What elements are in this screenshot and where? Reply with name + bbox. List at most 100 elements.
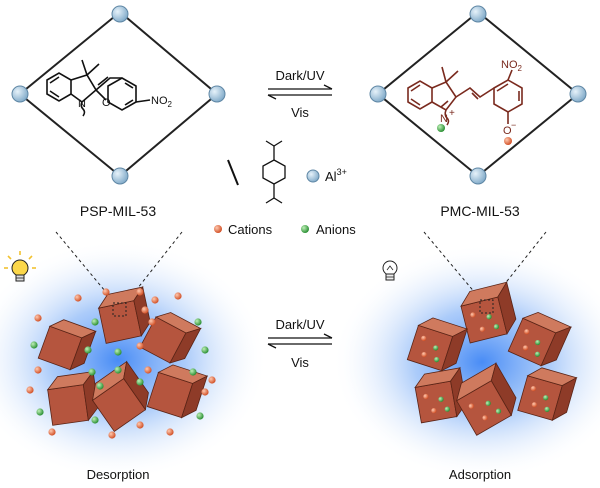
- left-framework-label: PSP-MIL-53: [80, 203, 156, 219]
- right-framework-label: PMC-MIL-53: [440, 203, 520, 219]
- right-cube: [414, 366, 467, 424]
- anion-dot: [84, 346, 92, 354]
- bound-anion: [438, 396, 444, 402]
- right-zoom-box: [479, 299, 494, 314]
- right-cube: [507, 311, 573, 367]
- cation-dot: [151, 296, 159, 304]
- right-o-charge: −: [511, 120, 516, 130]
- cation-dot: [108, 431, 116, 439]
- anion-dot: [91, 318, 99, 326]
- bound-anion: [543, 395, 549, 401]
- bound-anion: [495, 408, 502, 414]
- anion-dot: [189, 368, 197, 376]
- cation-dot: [148, 318, 156, 326]
- bound-cation: [522, 345, 529, 351]
- right-bound-cation: [504, 137, 512, 145]
- bound-anion: [493, 324, 500, 330]
- anion-dot: [96, 382, 104, 390]
- left-nitro-group: NO2: [151, 95, 173, 109]
- bound-cation: [423, 393, 429, 400]
- bulb-on-icon: [4, 251, 36, 282]
- right-cube: [456, 362, 517, 436]
- bottom-reverse-label: Vis: [291, 355, 309, 370]
- desorption-label: Desorption: [87, 467, 150, 482]
- right-glow: [332, 244, 600, 480]
- bound-cation: [531, 402, 537, 408]
- al-node-icon: [306, 169, 320, 183]
- bound-cation: [482, 415, 488, 421]
- right-ring-n: N: [440, 113, 448, 125]
- cation-dot: [136, 342, 144, 350]
- left-zoom-box: [112, 302, 127, 317]
- right-node-top: [469, 5, 487, 23]
- cations-label: Cations: [228, 222, 273, 237]
- right-node-bottom: [469, 167, 487, 185]
- right-cube: [406, 317, 469, 372]
- right-node-left: [369, 85, 387, 103]
- bulb-off-icon: [382, 260, 398, 281]
- bound-anion: [434, 357, 440, 363]
- anion-dot: [114, 348, 122, 356]
- bound-anion: [486, 314, 492, 320]
- cation-dot: [141, 306, 149, 314]
- top-forward-label: Dark/UV: [275, 68, 324, 83]
- spiropyran-structure: [46, 59, 151, 117]
- left-node-right: [208, 85, 226, 103]
- cation-dot: [208, 376, 216, 384]
- bottom-equilibrium: Dark/UV Vis: [267, 317, 333, 370]
- top-reverse-label: Vis: [291, 105, 309, 120]
- cation-dot: [136, 421, 144, 429]
- anion-dot: [136, 378, 144, 386]
- bound-cation: [431, 408, 437, 414]
- bound-cation: [524, 329, 530, 335]
- cation-dot: [48, 428, 56, 436]
- bound-cation: [479, 326, 485, 332]
- bound-anion: [535, 339, 541, 346]
- left-ring-n: N: [78, 98, 86, 110]
- linker-slash: [227, 159, 239, 186]
- top-equilibrium: Dark/UV Vis: [267, 68, 333, 120]
- bound-cation: [470, 312, 476, 318]
- cation-dot: [144, 366, 152, 374]
- bound-anion: [444, 406, 450, 412]
- bound-anion: [544, 406, 550, 412]
- anion-dot: [36, 408, 44, 416]
- bound-anion: [534, 351, 540, 357]
- right-nitro-group: NO2: [501, 59, 523, 73]
- cation-dot: [34, 366, 42, 374]
- anion-dot: [194, 318, 202, 326]
- bottom-forward-label: Dark/UV: [275, 317, 324, 332]
- bound-cation: [421, 335, 427, 341]
- anion-dot: [30, 341, 38, 349]
- anion-dot: [114, 366, 122, 374]
- bound-cation: [421, 351, 427, 358]
- right-cube: [517, 367, 578, 422]
- left-cube: [37, 319, 97, 371]
- left-rhombus: [18, 10, 219, 178]
- left-cube: [139, 312, 202, 364]
- left-crystal-cluster: [26, 285, 216, 439]
- anion-dot: [88, 368, 96, 376]
- anions-label: Anions: [316, 222, 356, 237]
- bound-anion: [433, 345, 439, 351]
- left-node-top: [111, 5, 129, 23]
- right-zoom-line-a: [423, 231, 482, 301]
- bound-cation: [530, 385, 536, 392]
- merocyanine-structure: [407, 66, 523, 126]
- cation-dot: [201, 388, 209, 396]
- left-ring-o: O: [102, 97, 111, 109]
- anion-dot: [201, 346, 209, 354]
- right-bound-anion: [437, 124, 445, 132]
- anion-dot: [196, 412, 204, 420]
- cation-legend-icon: [214, 225, 222, 233]
- anion-legend-icon: [301, 225, 309, 233]
- left-framework: N O NO2 PSP-MIL-53: [11, 5, 226, 219]
- metal-label: Al3+: [325, 167, 347, 184]
- cation-dot: [34, 314, 42, 322]
- left-node-left: [11, 85, 29, 103]
- left-node-bottom: [111, 167, 129, 185]
- left-glow: [0, 240, 268, 480]
- bound-cation: [468, 403, 474, 409]
- cation-dot: [136, 288, 144, 296]
